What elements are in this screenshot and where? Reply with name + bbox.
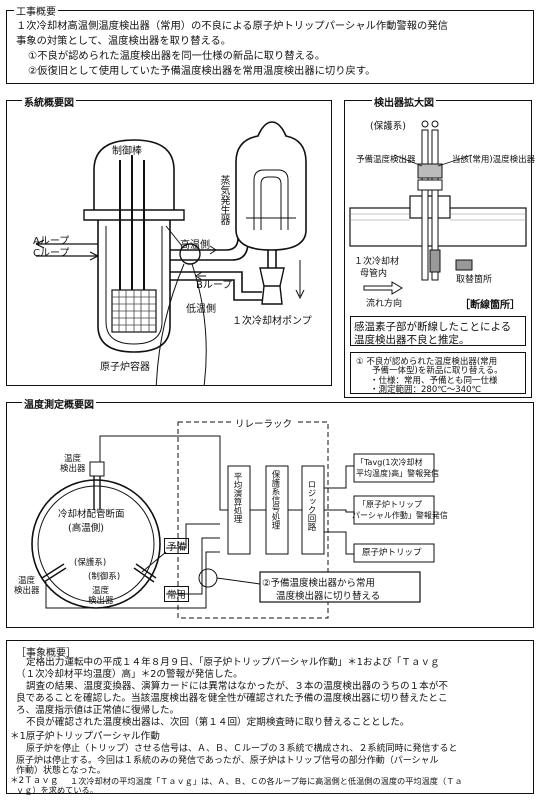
event-summary-title: ［事象概要］	[16, 648, 76, 659]
detector-measure-line-2: 予備一体型)を新品に取り替える。	[372, 366, 503, 376]
detector-measure-line-4: ・測定範囲：280℃〜340℃	[370, 385, 482, 395]
label-loop-b: Bループ	[196, 280, 233, 291]
footnote-1-title: ＊1原子炉トリップパーシャル作動	[10, 731, 160, 742]
footnote-1-line-3: 作動）状態となった。	[16, 766, 106, 776]
footnote-1-line-2: 原子炉は停止する。今回は１系統のみの発信であったが、原子炉はトリップ信号の部分作…	[16, 756, 439, 766]
detector-inuse-label: 当該(常用)温度検出器	[452, 155, 536, 165]
label-pump: １次冷却材ポンプ	[232, 316, 312, 327]
event-line-1: 定格出力運転中の平成１４年８月９日、「原子炉トリップパーシャル作動」＊1および「…	[26, 657, 440, 668]
detector-cause-box	[350, 316, 526, 346]
measurement-logic: ロジック回路	[306, 480, 316, 531]
measurement-out-tavg-2: 平均温度)高」警報発信	[356, 469, 440, 478]
footnote-1-line-1: 原子炉を停止（トリップ）させる信号は、Ａ、Ｂ、Ｃループの３系統で構成され、２系統…	[26, 744, 458, 754]
label-cold-leg: 低温側	[186, 304, 216, 315]
label-loop-a: Aループ	[33, 236, 70, 247]
measurement-diagram-box	[6, 402, 534, 628]
footnote-2-title: ＊2Ｔａｖｇ	[10, 776, 59, 786]
measurement-out-trip-2: パーシャル作動」警報発信	[352, 511, 448, 520]
measurement-top-detector-1: 温度	[64, 454, 82, 464]
detector-diagram-title: 検出器拡大図	[372, 94, 436, 109]
measurement-bottom-detector-2: 検出器	[88, 596, 114, 606]
event-line-6: 不良が確認された温度検出器は、次回（第１４回）定期検査時に取り替えることとした。	[26, 717, 410, 728]
measurement-protect-signal: 保護系信号処理	[270, 470, 280, 530]
detector-pipe-label-2: 母管内	[360, 269, 388, 279]
work-overview-title: 工事概要	[14, 3, 58, 18]
event-line-3: 調査の結果、温度変換器、演算カードには異常はなかったが、３本の温度検出器のうちの…	[26, 681, 448, 692]
event-line-5: ろ、温度指示値は正常値に復帰した。	[16, 705, 180, 716]
system-diagram-drawing	[35, 121, 307, 386]
detector-cause-line-2: 温度検出器不良と推定。	[354, 334, 470, 346]
measurement-control: (制御系)	[88, 572, 121, 582]
detector-drawing	[349, 120, 527, 295]
measurement-switch-back-2: 温度検出器に切り替える	[276, 591, 381, 602]
measurement-diagram-title: 温度測定概要図	[22, 396, 96, 411]
work-overview-line-4: ②仮復旧として使用していた予備温度検出器を常用温度検出器に切り戻す。	[28, 65, 376, 77]
detector-measure-line-1: ① 不良が認められた温度検出器(常用	[356, 357, 498, 367]
footnote-2-line-1: １次冷却材の平均温度「Ｔａｖｇ」は、Ａ、Ｂ、Ｃの各ループ毎に高温側と低温側の温度…	[70, 776, 463, 786]
label-loop-c: Cループ	[33, 248, 70, 259]
measurement-spare-tag: 予備	[164, 538, 190, 554]
label-steam-generator: 蒸気発生器	[218, 175, 229, 225]
system-diagram-title: 系統概要図	[22, 94, 76, 109]
footnote-2-line-2: ｖｇ）を求めている。	[16, 785, 98, 795]
event-line-2: （１次冷却材平均温度）高」＊2の警報が発信した。	[16, 669, 243, 680]
measurement-top-detector-2: 検出器	[60, 464, 86, 474]
work-overview-line-3: ①不良が認められた温度検出器を同一仕様の新品に取り替える。	[28, 50, 326, 62]
detector-pipe-label: １次冷却材	[354, 257, 400, 267]
measurement-switch-back-1: ②予備温度検出器から常用	[262, 578, 376, 589]
measurement-pipe-section-2: (高温側)	[68, 523, 104, 534]
event-summary-box	[6, 640, 534, 794]
detector-measure-line-3: ・仕様：常用、予備とも同一仕様	[370, 376, 498, 386]
detector-spare-label: 予備温度検出器	[356, 155, 416, 165]
measurement-drawing	[31, 421, 435, 619]
work-overview-box	[6, 10, 534, 84]
measurement-inuse-tag: 常用	[164, 586, 190, 602]
work-overview-line-1: １次冷却材高温側温度検出器（常用）の不良による原子炉トリップパーシャル作動警報の…	[16, 20, 448, 32]
label-hot-leg: 高温側	[180, 240, 210, 251]
label-control-rod: 制御棒	[112, 146, 142, 157]
event-line-4: 良であることを確認した。当該温度検出器を健全性が確認された予備の温度検出器に切り…	[16, 693, 448, 704]
measurement-out-tavg-1: 「Tavg(1次冷却材	[356, 458, 423, 467]
detector-measure-box	[350, 352, 526, 394]
measurement-relay-rack: リレーラック	[232, 416, 296, 430]
measurement-bottom-detector-1: 温度	[92, 586, 110, 596]
work-overview-line-2: 事象の対策として、温度検出器を取り替える。	[16, 35, 232, 47]
detector-break-label: ［断線箇所］	[460, 300, 520, 311]
detector-diagram-box	[344, 100, 532, 398]
system-diagram-box	[6, 100, 332, 386]
measurement-out-reactor-trip: 原子炉トリップ	[362, 548, 422, 558]
measurement-left-detector-1: 温度	[18, 576, 36, 586]
detector-replace-legend: 取替箇所	[456, 275, 493, 285]
measurement-protection: (保護系)	[74, 558, 107, 568]
detector-cause-line-1: 感温素子部が断線したことによる	[354, 321, 512, 333]
measurement-avg-process: 平均演算処理	[232, 472, 242, 523]
detector-flow-label: 流れ方向	[366, 299, 403, 309]
label-reactor-vessel: 原子炉容器	[100, 362, 150, 373]
measurement-left-detector-2: 検出器	[14, 586, 40, 596]
measurement-pipe-section-1: 冷却材配管断面	[58, 509, 125, 520]
detector-protection-label: (保護系)	[370, 121, 406, 132]
measurement-out-trip-1: 「原子炉トリップ	[358, 500, 422, 509]
